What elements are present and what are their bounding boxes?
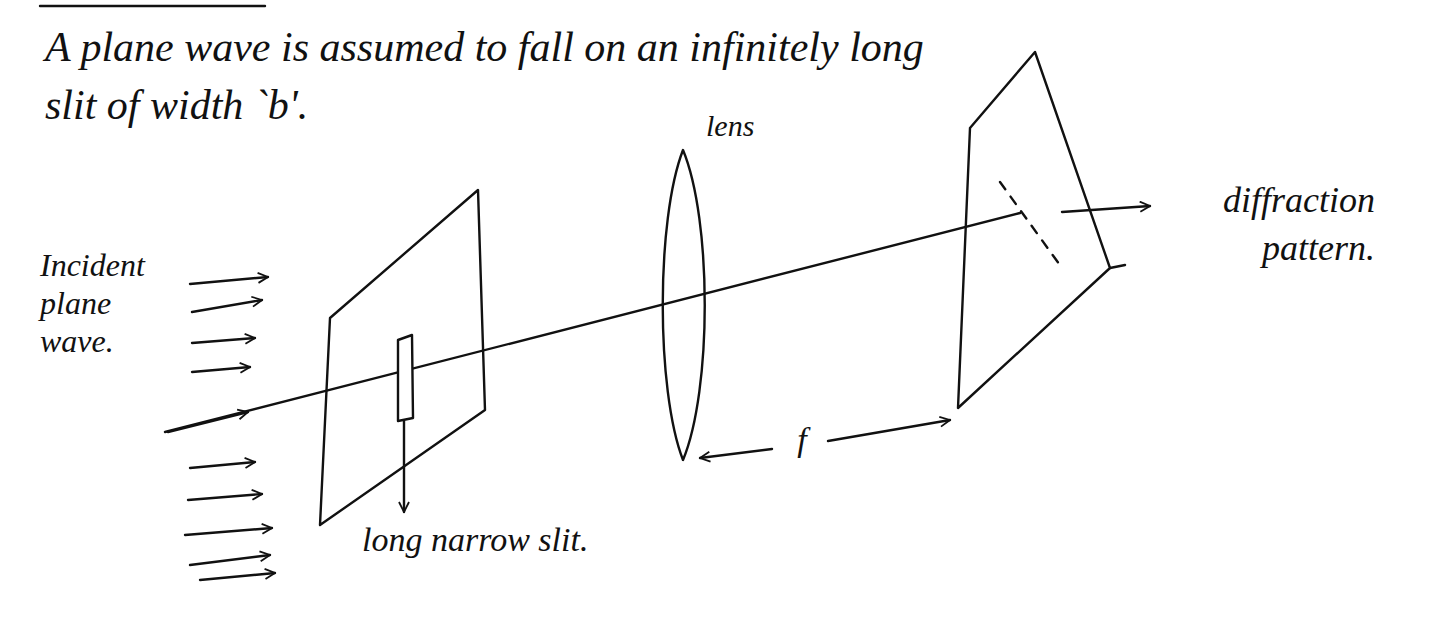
- focal-label: f: [782, 420, 822, 460]
- screen-edge: [1110, 265, 1125, 268]
- heading-underline: [40, 5, 265, 7]
- lens-label: lens: [706, 108, 796, 144]
- focal-dimension: [700, 449, 772, 458]
- screen: [958, 52, 1110, 408]
- slit-plate: [320, 190, 485, 525]
- focal-dimension: [828, 420, 950, 441]
- pattern-label: diffraction pattern.: [1160, 176, 1375, 272]
- slit-pointer: [403, 421, 405, 512]
- intro-note: A plane wave is assumed to fall on an in…: [45, 18, 945, 134]
- pattern-line: [1000, 182, 1062, 268]
- pattern-pointer: [1062, 206, 1150, 212]
- incident-ray: [168, 412, 248, 432]
- slit: [398, 335, 413, 421]
- incident-label: Incident plane wave.: [40, 246, 185, 360]
- optical-axis: [165, 213, 1020, 432]
- incident-rays: [185, 277, 275, 580]
- convex-lens: [663, 150, 705, 460]
- slit-label: long narrow slit.: [362, 520, 662, 560]
